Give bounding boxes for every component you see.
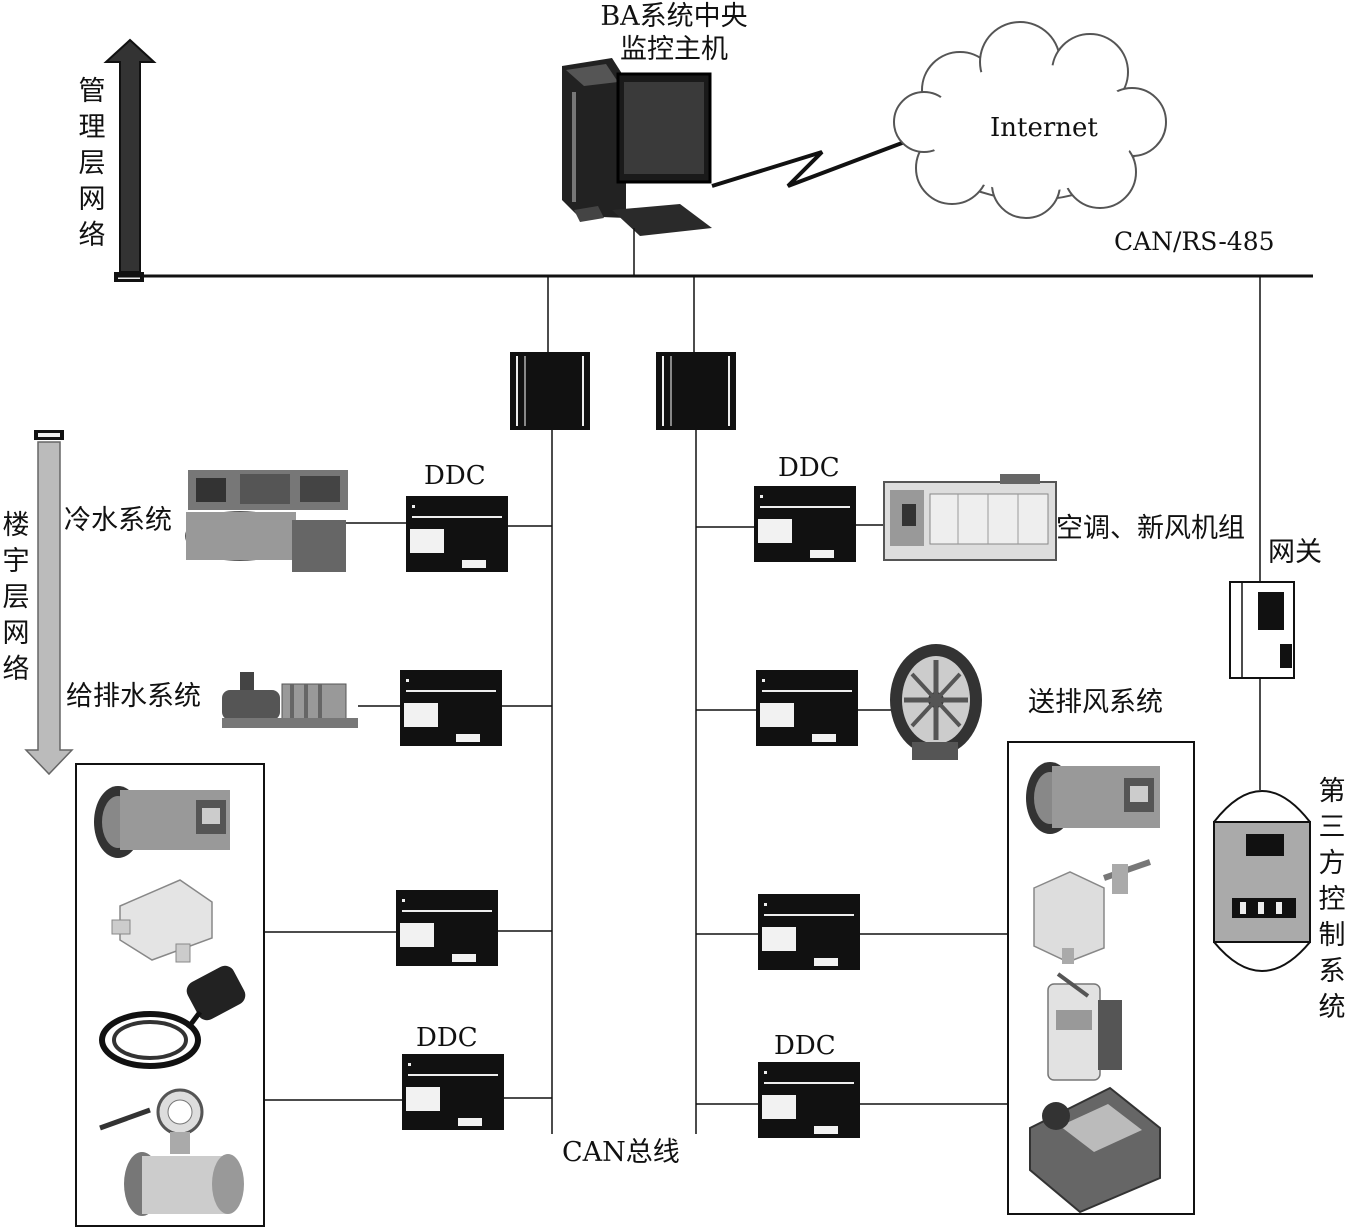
ddc-controller — [396, 890, 498, 966]
right-valve-actuator-icon — [1029, 1086, 1161, 1214]
chiller-unit-icon — [185, 470, 348, 572]
wireless-link-icon — [711, 138, 911, 188]
can-rs485-label: CAN/RS-485 — [1114, 227, 1275, 256]
central-host-computer-icon — [562, 58, 712, 236]
right-field-devices-box — [1007, 741, 1195, 1215]
left-flow-meter-icon — [99, 1088, 244, 1216]
left-sensor-junction-box-icon — [111, 879, 213, 963]
can-bus-label: CAN总线 — [562, 1137, 680, 1168]
internet-cloud-icon — [893, 21, 1167, 219]
right-duct-sensor-icon — [1033, 859, 1151, 964]
ventilation-system-label: 送排风系统 — [1028, 687, 1163, 718]
ac-fresh-air-unit-label: 空调、新风机组 — [1056, 513, 1245, 544]
water-supply-system-label: 给排水系统 — [66, 681, 201, 712]
ddc-controller — [400, 670, 502, 746]
building-network-arrow — [24, 430, 74, 776]
internet-label: Internet — [990, 113, 1098, 143]
air-handling-unit-icon — [883, 474, 1057, 561]
water-pump-icon — [222, 672, 358, 728]
ddc-label: DDC — [778, 453, 840, 483]
ddc-controller — [758, 894, 860, 970]
right-energy-meter-icon — [1047, 972, 1122, 1081]
cold-water-system-label: 冷水系统 — [64, 505, 172, 536]
ddc-controller — [754, 486, 856, 562]
central-host-label: BA系统中央监控主机 — [600, 1, 748, 65]
ddc-controller — [402, 1054, 504, 1130]
left-damper-actuator-icon — [94, 786, 230, 858]
router-icon-left — [510, 352, 590, 430]
ddc-label: DDC — [424, 461, 486, 491]
gateway-device-icon — [1229, 581, 1295, 679]
ddc-controller — [406, 496, 508, 572]
gateway-label: 网关 — [1268, 537, 1322, 568]
third-party-control-system-label: 第三方控制系统 — [1318, 776, 1346, 1023]
ddc-label: DDC — [774, 1031, 836, 1061]
management-network-arrow — [103, 38, 157, 282]
ddc-controller — [756, 670, 858, 746]
ddc-controller — [758, 1062, 860, 1138]
router-icon-right — [656, 352, 736, 430]
right-damper-actuator-icon — [1026, 762, 1160, 834]
axial-fan-icon — [890, 644, 982, 760]
management-network-label: 管理层网络 — [78, 76, 106, 251]
third-party-controller-icon — [1213, 790, 1311, 972]
left-field-devices-box — [75, 763, 265, 1227]
building-network-label: 楼宇层网络 — [2, 510, 30, 685]
ddc-label: DDC — [416, 1023, 478, 1053]
left-float-switch-icon — [99, 965, 246, 1069]
